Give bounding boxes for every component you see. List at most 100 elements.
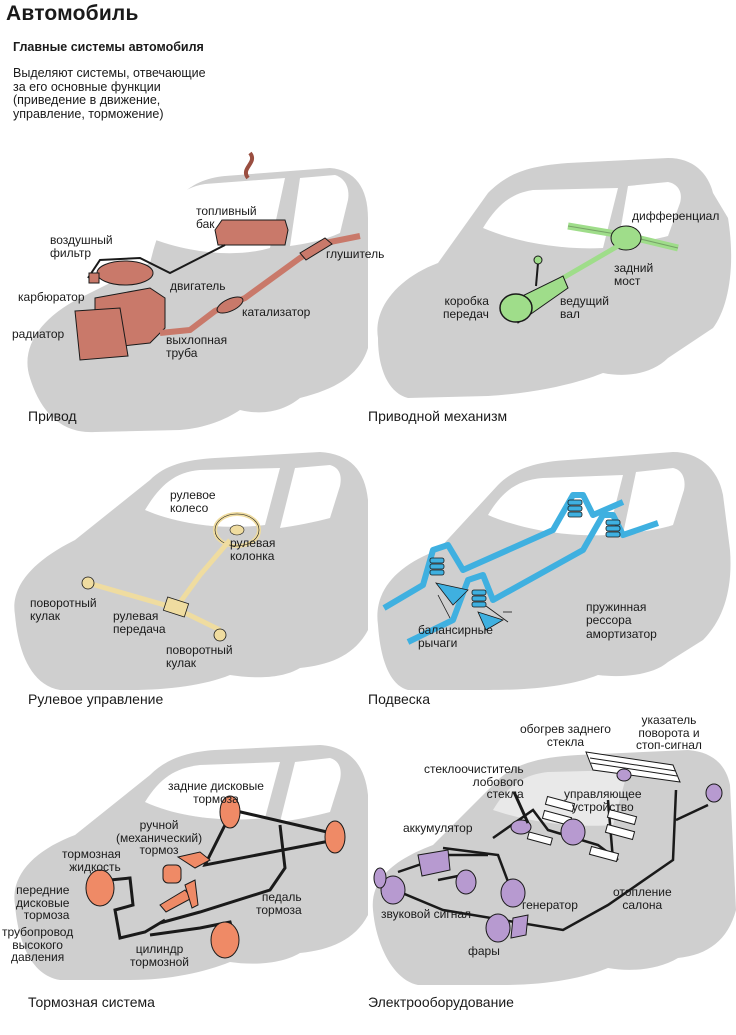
label-line: тормоза <box>256 902 302 917</box>
label-line: воздушный <box>50 233 113 247</box>
label-line: ручной <box>139 818 179 832</box>
label-line: тормозной <box>130 954 190 969</box>
label-air-filter: воздушный фильтр <box>50 234 113 259</box>
caption-drive: Привод <box>28 408 77 424</box>
label-line: рулевая <box>230 536 276 550</box>
label-line: давления <box>10 950 65 964</box>
label-high-pressure-line: трубопровод высокого давления <box>2 926 73 964</box>
intro-line: Выделяют системы, отвечающие <box>13 66 206 80</box>
label-line: кулак <box>166 655 197 670</box>
label-battery: аккумулятор <box>403 821 473 835</box>
label-line: тормоза <box>193 791 239 806</box>
label-line: высокого <box>12 937 63 952</box>
panel-electrical: обогрев заднего стекла указатель поворот… <box>368 710 736 1010</box>
label-line: отопление <box>613 885 672 899</box>
label-line: кулак <box>30 608 61 623</box>
label-line: рулевое <box>170 488 216 502</box>
page-title: Автомобиль <box>6 2 139 25</box>
label-line: рессора <box>586 612 632 627</box>
label-line: тормозная <box>62 847 121 861</box>
label-balance-arms: балансирные рычаги <box>418 624 493 649</box>
label-line: ведущий <box>560 294 609 308</box>
car-silhouette <box>377 158 732 398</box>
label-differential: дифференциал <box>632 209 720 223</box>
car-silhouette <box>14 745 368 980</box>
label-line: передача <box>113 621 166 636</box>
label-line: обогрев заднего <box>520 722 611 736</box>
intro-text: Выделяют системы, отвечающие за его осно… <box>13 66 273 121</box>
label-line: указатель <box>641 713 697 727</box>
label-front-disc: передние дисковые тормоза <box>16 884 69 922</box>
label-rear-defrost: обогрев заднего стекла <box>520 723 611 748</box>
panel-steering: рулевое колесо рулевая колонка поворотны… <box>0 440 368 735</box>
label-line: задний <box>614 261 654 275</box>
label-line: коробка <box>444 294 489 308</box>
label-brake-cylinder: цилиндр тормозной <box>130 943 189 968</box>
label-line: колесо <box>170 500 209 515</box>
label-line: пружинная <box>586 600 647 614</box>
label-line: устройство <box>571 799 634 814</box>
label-brake-fluid: тормозная жидкость <box>62 848 121 873</box>
label-steering-column: рулевая колонка <box>230 537 275 562</box>
label-generator: генератор <box>522 898 578 912</box>
intro-line: управление, торможение) <box>13 106 164 121</box>
label-brake-pedal: педаль тормоза <box>256 891 302 916</box>
intro-line: (приведение в движение, <box>13 93 161 107</box>
label-line: вал <box>560 306 580 321</box>
label-knuckle-right: поворотный кулак <box>166 644 233 669</box>
caption-transmission: Приводной механизм <box>368 408 508 424</box>
label-horn: звуковой сигнал <box>381 907 472 921</box>
panel-suspension: балансирные рычаги пружинная рессора амо… <box>368 440 736 735</box>
label-line: поворотный <box>166 643 233 657</box>
label-shock-absorber: амортизатор <box>586 627 657 641</box>
label-line: рулевая <box>113 609 159 623</box>
label-line: педаль <box>261 890 302 904</box>
label-control-unit: управляющее устройство <box>564 788 642 813</box>
label-rear-axle: задний мост <box>614 262 653 287</box>
car-silhouette <box>377 452 731 690</box>
label-line: колонка <box>230 548 275 563</box>
car-silhouette <box>27 151 368 433</box>
label-line: поворотный <box>30 596 97 610</box>
label-muffler: глушитель <box>326 247 385 261</box>
panel-transmission: дифференциал задний мост коробка передач… <box>368 148 736 443</box>
label-line: жидкость <box>69 859 121 874</box>
label-line: цилиндр <box>135 942 184 956</box>
intro-line: за его основные функции <box>13 79 161 94</box>
label-exhaust-pipe: выхлопная труба <box>166 334 227 359</box>
label-line: передач <box>443 306 489 321</box>
label-wiper: стеклоочиститель лобового стекла <box>424 763 524 801</box>
label-line: салона <box>622 897 663 912</box>
label-line: (механический) <box>116 830 203 845</box>
label-line: задние дисковые <box>168 779 264 793</box>
label-line: трубопровод <box>2 925 74 939</box>
caption-brakes: Тормозная система <box>28 994 155 1010</box>
page-subtitle: Главные системы автомобиля <box>13 40 204 54</box>
label-line: передние <box>16 883 70 897</box>
label-line: управляющее <box>564 787 642 801</box>
label-steering-gear: рулевая передача <box>113 610 166 635</box>
label-line: поворота и <box>638 725 700 740</box>
label-turn-stop: указатель поворота и стоп-сигнал <box>636 714 702 752</box>
label-line: рычаги <box>418 635 458 650</box>
label-line: топливный <box>196 204 257 218</box>
label-rear-disc: задние дисковые тормоза <box>168 780 264 805</box>
label-line: выхлопная <box>166 333 228 347</box>
caption-suspension: Подвеска <box>368 691 430 707</box>
label-steering-wheel: рулевое колесо <box>170 489 216 514</box>
label-carburetor: карбюратор <box>18 290 85 304</box>
label-line: дисковые <box>16 895 70 910</box>
label-line: труба <box>166 345 198 360</box>
label-heater: отопление салона <box>613 886 672 911</box>
panel-drive: топливный бак воздушный фильтр карбюрато… <box>0 148 384 443</box>
label-line: тормоз <box>139 843 179 857</box>
label-hand-brake: ручной (механический) тормоз <box>116 819 202 857</box>
label-line: мост <box>614 273 641 288</box>
label-headlights: фары <box>468 944 500 958</box>
label-line: тормоза <box>23 908 70 922</box>
car-silhouette <box>372 750 736 985</box>
label-line: балансирные <box>418 623 493 637</box>
label-fuel-tank: топливный бак <box>196 205 257 230</box>
label-line: стекла <box>486 787 524 801</box>
label-engine: двигатель <box>170 279 226 293</box>
